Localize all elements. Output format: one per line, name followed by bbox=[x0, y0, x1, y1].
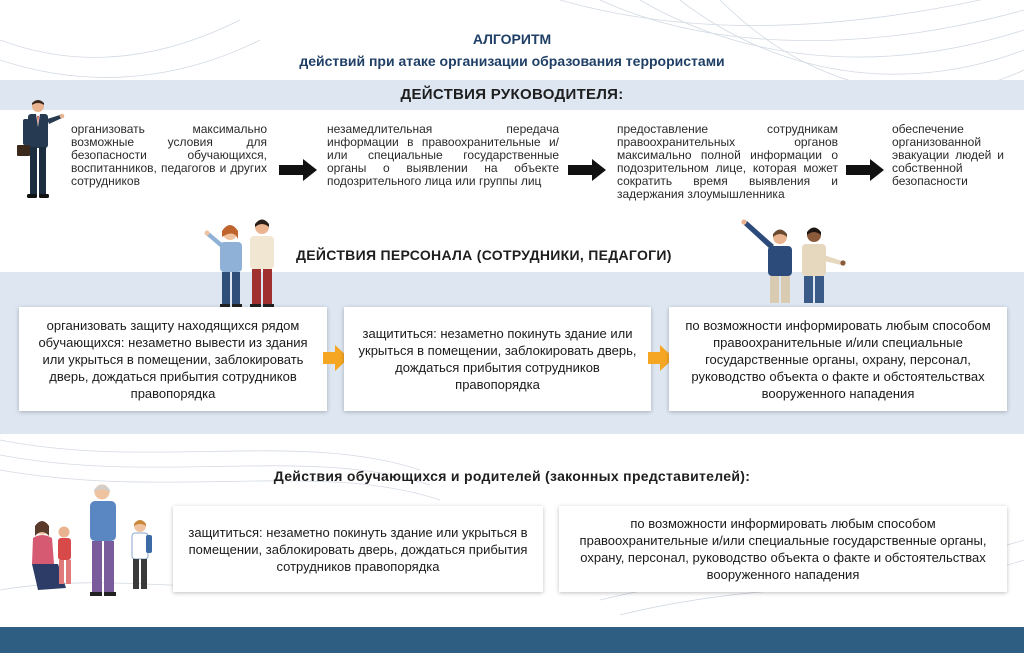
arrow-right-icon bbox=[568, 159, 606, 181]
page-subtitle: действий при атаке организации образован… bbox=[299, 53, 725, 69]
staff-men-icon bbox=[741, 219, 846, 303]
staff-card-3: по возможности информировать любым спосо… bbox=[669, 307, 1007, 411]
manager-step-2: незамедлительная передача информации в п… bbox=[327, 122, 559, 188]
page-title: АЛГОРИТМ bbox=[472, 31, 552, 47]
businessman-icon bbox=[17, 100, 65, 198]
manager-step-4: обеспечение организованной эвакуации люд… bbox=[892, 122, 1004, 188]
students-card-1: защититься: незаметно покинуть здание ил… bbox=[173, 506, 543, 592]
staff-pair-icon bbox=[204, 219, 274, 308]
arrow-right-icon bbox=[323, 345, 349, 371]
manager-step-3: предоставление сотрудникам правоохраните… bbox=[617, 122, 838, 201]
staff-card-1: организовать защиту находящихся рядом об… bbox=[19, 307, 327, 411]
arrow-right-icon bbox=[279, 159, 317, 181]
manager-section-band bbox=[0, 80, 1024, 110]
students-section-title: Действия обучающихся и родителей (законн… bbox=[273, 468, 751, 484]
manager-section-title: ДЕЙСТВИЯ РУКОВОДИТЕЛЯ: bbox=[400, 86, 624, 103]
staff-section-title: ДЕЙСТВИЯ ПЕРСОНАЛА (СОТРУДНИКИ, ПЕДАГОГИ… bbox=[296, 247, 672, 263]
arrow-right-icon bbox=[648, 345, 674, 371]
students-card-2: по возможности информировать любым спосо… bbox=[559, 506, 1007, 592]
arrow-right-icon bbox=[846, 159, 884, 181]
footer-bar bbox=[0, 627, 1024, 653]
staff-card-2: защититься: незаметно покинуть здание ил… bbox=[344, 307, 651, 411]
manager-step-1: организовать максимально возможные услов… bbox=[71, 122, 267, 188]
family-icon bbox=[32, 484, 152, 596]
